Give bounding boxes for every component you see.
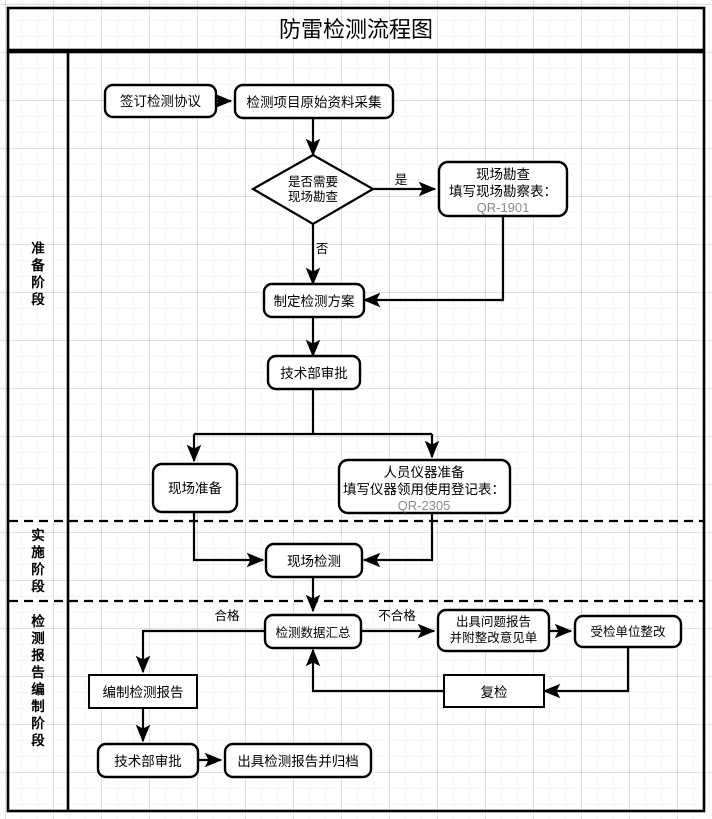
- node-compile-report[interactable]: 编制检测报告: [88, 674, 198, 709]
- edge-n7-n8: [362, 513, 434, 568]
- node-make-test-plan[interactable]: 制定检测方案: [262, 282, 366, 319]
- node-label-line1: 人员仪器准备: [384, 464, 465, 480]
- node-client-rectification[interactable]: 受检单位整改: [573, 614, 683, 649]
- node-label: 技术部审批: [114, 754, 182, 769]
- edge-n12-n9: [305, 648, 444, 693]
- edge-label-pass: 合格: [214, 608, 240, 623]
- node-label: 现场检测: [287, 554, 341, 569]
- phase-label-exec: 实施阶段: [31, 527, 45, 594]
- node-issue-archive-report[interactable]: 出具检测报告并归档: [223, 742, 373, 779]
- edge-label-fail: 不合格: [378, 608, 416, 623]
- edge-n6-n8: [192, 512, 265, 568]
- node-label-line1: 现场勘查: [476, 167, 530, 182]
- node-label-line2: 现场勘查: [288, 190, 339, 204]
- node-onsite-inspection[interactable]: 现场检测: [264, 542, 364, 579]
- edge-n9-n13: [135, 629, 265, 674]
- node-label-line2: 填写仪器领用使用登记表：: [343, 481, 505, 497]
- node-tech-dept-approval-1[interactable]: 技术部审批: [266, 354, 362, 391]
- node-form-code: QR-2305: [398, 498, 451, 513]
- node-label-line1: 是否需要: [288, 175, 338, 189]
- node-label: 受检单位整改: [590, 624, 666, 639]
- node-label-line1: 出具问题报告: [456, 614, 531, 629]
- node-decision-site-survey[interactable]: 是否需要 现场勘查: [250, 153, 376, 226]
- node-collect-original-data[interactable]: 检测项目原始资料采集: [233, 83, 395, 120]
- node-label: 检测数据汇总: [275, 625, 350, 640]
- node-label: 出具检测报告并归档: [237, 753, 359, 769]
- node-label: 签订检测协议: [120, 93, 201, 109]
- phase-label-report: 检测报告编制阶段: [31, 613, 45, 748]
- node-site-survey[interactable]: 现场勘查 填写现场勘察表： QR-1901: [437, 160, 569, 218]
- phase-label-prep: 准备阶段: [30, 240, 45, 307]
- node-sign-agreement[interactable]: 签订检测协议: [103, 83, 218, 119]
- title-frame: [6, 6, 706, 52]
- node-tech-dept-approval-2[interactable]: 技术部审批: [96, 742, 200, 779]
- edge-n3-n4: [362, 216, 505, 308]
- edge-label-no: 否: [316, 242, 329, 256]
- edge-n11-n12: [542, 647, 630, 699]
- node-label: 复检: [481, 684, 508, 700]
- node-label: 检测项目原始资料采集: [247, 95, 382, 110]
- node-form-code: QR-1901: [477, 200, 530, 215]
- node-site-preparation[interactable]: 现场准备: [151, 462, 239, 514]
- edge-label-yes: 是: [395, 173, 408, 187]
- node-label-line2: 填写现场勘察表：: [449, 183, 557, 199]
- body-frame: [6, 50, 706, 813]
- node-label: 制定检测方案: [274, 293, 355, 309]
- node-staff-instrument-preparation[interactable]: 人员仪器准备 填写仪器领用使用登记表： QR-2305: [337, 458, 512, 515]
- node-recheck[interactable]: 复检: [443, 674, 545, 708]
- node-data-summary[interactable]: 检测数据汇总: [263, 613, 363, 650]
- node-label-line2: 并附整改意见单: [450, 630, 538, 645]
- node-label: 现场准备: [168, 480, 222, 496]
- node-label: 技术部审批: [280, 366, 348, 381]
- node-label: 编制检测报告: [103, 685, 184, 700]
- node-issue-problem-report[interactable]: 出具问题报告 并附整改意见单: [436, 608, 551, 653]
- page-title: 防雷检测流程图: [279, 17, 433, 42]
